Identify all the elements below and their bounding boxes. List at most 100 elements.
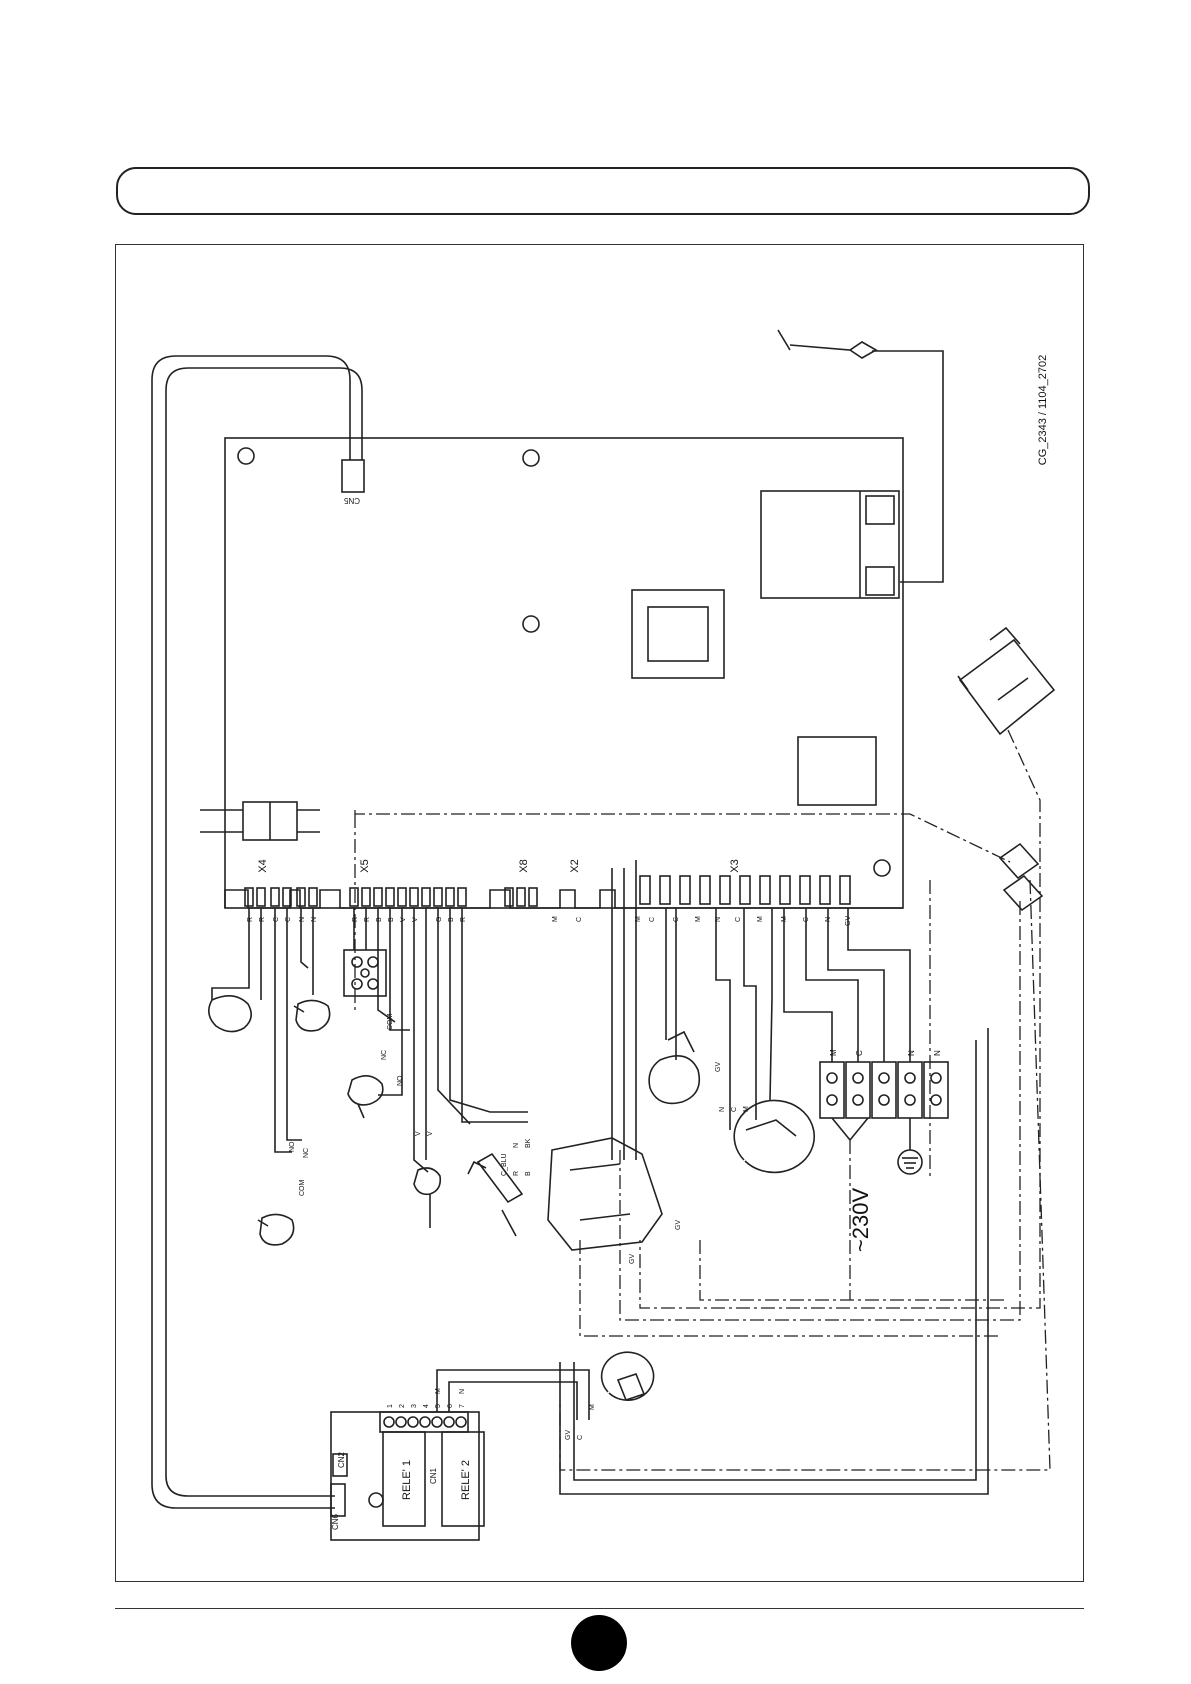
svg-text:1: 1 — [387, 1404, 394, 1408]
terminal-block — [819, 1061, 949, 1119]
transformer — [631, 589, 725, 679]
svg-text:B: B — [376, 917, 383, 922]
svg-text:3: 3 — [411, 1404, 418, 1408]
board-cn5-connector — [341, 459, 365, 493]
svg-text:B: B — [525, 1171, 532, 1176]
svg-text:CN1: CN1 — [429, 1467, 438, 1484]
svg-text:R: R — [460, 917, 467, 922]
circulation-pump — [648, 1030, 701, 1105]
svg-text:COM: COM — [387, 1014, 394, 1031]
svg-text:6: 6 — [447, 1404, 454, 1408]
ignition-wire — [872, 350, 944, 583]
svg-text:M: M — [695, 916, 702, 922]
relay-block — [760, 490, 900, 599]
x4-label: X4 — [257, 859, 269, 872]
x4-header — [244, 887, 318, 907]
svg-text:GV: GV — [845, 916, 852, 926]
svg-text:R: R — [352, 917, 359, 922]
earth-plate — [998, 842, 1044, 912]
svg-text:C_BLU: C_BLU — [501, 1153, 508, 1176]
svg-text:NO: NO — [397, 1075, 404, 1086]
svg-text:V: V — [427, 1131, 434, 1136]
relay-cn2-connector — [332, 1453, 348, 1477]
footer-line — [115, 1608, 1084, 1609]
mount-hole — [522, 615, 540, 633]
svg-text:NO: NO — [289, 1141, 296, 1152]
svg-text:CN6: CN6 — [331, 1513, 340, 1530]
wire-labels: V V C_BLU R B N BK GV GV GV M C N GV C M — [415, 1062, 750, 1440]
cn5-label: CN5 — [343, 496, 360, 505]
svg-text:7: 7 — [459, 1404, 466, 1408]
svg-text:NC: NC — [381, 1050, 388, 1060]
mount-hole — [237, 447, 255, 465]
svg-text:M: M — [635, 916, 642, 922]
svg-text:COM: COM — [299, 1180, 306, 1197]
svg-text:V: V — [415, 1131, 422, 1136]
svg-text:C: C — [576, 917, 583, 922]
supply-voltage-label: ~230V — [848, 1188, 873, 1253]
drawing-code: CG_2343 / 1104_2702 — [1037, 355, 1049, 466]
svg-text:M: M — [781, 916, 788, 922]
x3-label: X3 — [729, 859, 741, 872]
ignition-electrode — [777, 329, 878, 359]
wire-x4-sensor — [211, 908, 250, 1000]
relay-cn6-connector — [330, 1483, 346, 1517]
svg-text:M: M — [435, 1388, 442, 1394]
x8-label: X8 — [518, 859, 530, 872]
svg-text:N: N — [825, 917, 832, 922]
svg-text:C: C — [649, 917, 656, 922]
svg-text:C: C — [735, 917, 742, 922]
svg-text:M: M — [743, 1106, 750, 1112]
pressure-switch — [347, 1075, 384, 1119]
svg-text:GV: GV — [565, 1430, 572, 1440]
svg-text:N: N — [933, 1050, 942, 1056]
svg-text:N: N — [715, 917, 722, 922]
mount-hole — [522, 449, 540, 467]
wire-gv-return — [559, 1028, 989, 1495]
svg-text:GV: GV — [629, 1254, 636, 1264]
x8-header — [504, 887, 538, 907]
overheat-thermostat — [208, 995, 252, 1033]
control-board — [224, 437, 904, 909]
display-module — [797, 736, 877, 806]
svg-text:B: B — [448, 917, 455, 922]
svg-text:GV: GV — [675, 1220, 682, 1230]
mount-hole — [873, 859, 891, 877]
svg-text:GV: GV — [715, 1062, 722, 1072]
svg-text:M: M — [757, 916, 764, 922]
svg-text:RELE' 2: RELE' 2 — [460, 1460, 472, 1500]
svg-text:R: R — [513, 1171, 520, 1176]
svg-text:N: N — [311, 917, 318, 922]
relay-board-labels: RELE' 1 RELE' 2 CN1 CN2 CN6 — [331, 1451, 472, 1530]
svg-text:N: N — [907, 1050, 916, 1056]
relay-terminal-strip — [379, 1411, 469, 1433]
cable-cn5-cn6 — [151, 355, 351, 1509]
board-connector-strip — [224, 889, 903, 909]
x3-pin-labels: M C C M N C M M C N GV — [635, 916, 852, 926]
svg-text:M: M — [552, 916, 559, 922]
svg-text:M: M — [829, 1049, 838, 1056]
svg-text:5: 5 — [435, 1404, 442, 1408]
limit-thermostat-bottom — [257, 1213, 295, 1246]
svg-text:V: V — [412, 917, 419, 922]
svg-text:N: N — [459, 1389, 466, 1394]
diagram-frame — [115, 244, 1084, 1582]
svg-text:B: B — [388, 917, 395, 922]
ground-symbol — [897, 1149, 923, 1175]
svg-text:RELE' 1: RELE' 1 — [401, 1460, 413, 1500]
flow-switch-connector — [343, 949, 387, 997]
x5-pin-labels: R R B B V V G B R — [352, 917, 467, 922]
x4-pin-labels: R R C C N N — [247, 917, 318, 922]
svg-text:BK: BK — [525, 1138, 532, 1148]
svg-text:R: R — [259, 917, 266, 922]
svg-text:C: C — [731, 1107, 738, 1112]
svg-text:2: 2 — [399, 1404, 406, 1408]
svg-text:R: R — [247, 917, 254, 922]
x5-label: X5 — [359, 859, 371, 872]
header-title-box — [116, 167, 1090, 215]
ntc-sensor — [413, 1167, 442, 1228]
svg-text:M: M — [589, 1404, 596, 1410]
x3-header — [639, 875, 851, 905]
x2-pin-labels: M C — [552, 916, 583, 922]
